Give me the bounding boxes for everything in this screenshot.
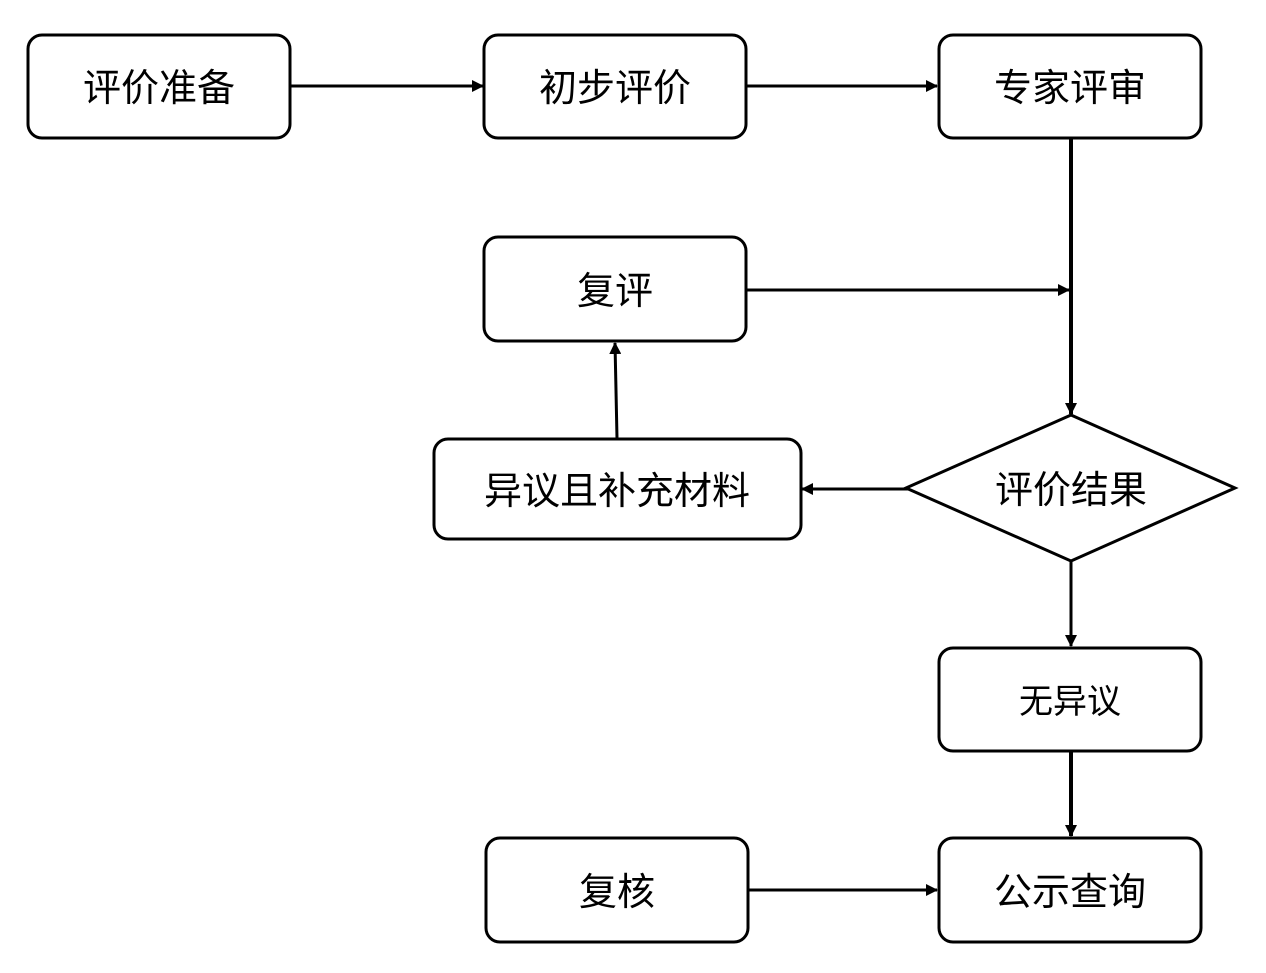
- node-recheck-label: 复核: [579, 870, 655, 914]
- node-objection-supplement-label: 异议且补充材料: [484, 469, 750, 513]
- node-public-query-label: 公示查询: [994, 870, 1146, 914]
- node-re-evaluation: 复评: [482, 235, 748, 343]
- node-initial-evaluation: 初步评价: [482, 33, 748, 140]
- edge-objection-to-reeval: [609, 342, 622, 439]
- node-re-evaluation-label: 复评: [577, 269, 653, 313]
- node-objection-supplement: 异议且补充材料: [432, 437, 803, 541]
- node-initial-evaluation-label: 初步评价: [539, 66, 691, 110]
- node-public-query: 公示查询: [937, 836, 1203, 944]
- node-evaluation-result-label: 评价结果: [995, 468, 1147, 512]
- node-no-objection: 无异议: [937, 646, 1203, 753]
- node-no-objection-label: 无异议: [1019, 682, 1121, 722]
- node-expert-review-label: 专家评审: [994, 66, 1146, 110]
- node-evaluation-result: 评价结果: [902, 413, 1239, 563]
- node-expert-review: 专家评审: [937, 33, 1203, 140]
- node-recheck: 复核: [484, 836, 750, 944]
- node-evaluation-prep-label: 评价准备: [83, 66, 235, 110]
- node-evaluation-prep: 评价准备: [26, 33, 292, 140]
